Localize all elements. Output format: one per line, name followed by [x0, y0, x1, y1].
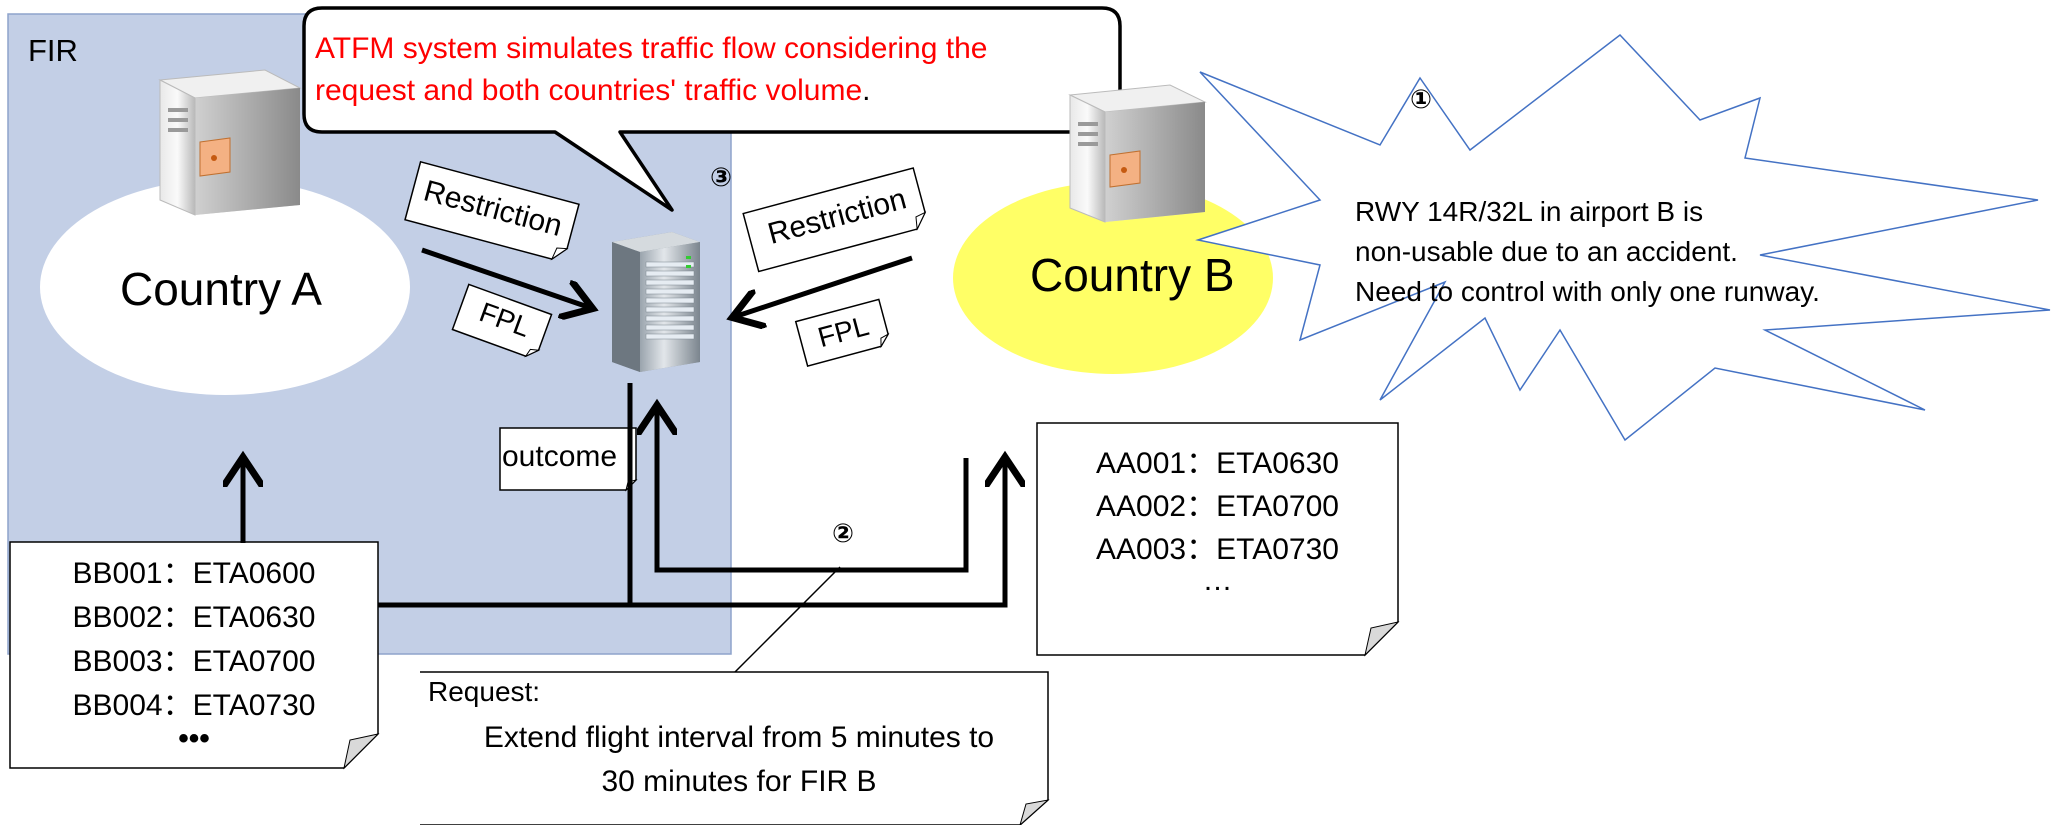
request-line-1: Extend flight interval from 5 minutes to [483, 721, 995, 754]
callout-line-2-text: request and both countries' traffic volu… [315, 74, 863, 107]
step-three-marker: ③ [710, 162, 733, 192]
burst-line-3: Need to control with only one runway. [1355, 276, 1820, 307]
callout-bubble [302, 6, 1122, 212]
flight-list-b-item: AA001：ETA0630 [1096, 447, 1339, 480]
request-body: Extend flight interval from 5 minutes to… [430, 716, 1048, 804]
step-one-marker: ① [1410, 84, 1433, 114]
arrow-restriction-a [421, 247, 588, 307]
server-country-a-icon [158, 69, 302, 216]
flight-list-a-item: BB001：ETA0600 [72, 557, 316, 590]
burst-shape [1195, 33, 2051, 442]
arrow-restriction-b [737, 255, 913, 316]
flight-list-b-item: … [1202, 564, 1233, 597]
country-a-ellipse [40, 179, 410, 395]
flight-list-b-item: AA003：ETA0730 [1096, 533, 1339, 566]
country-b-label: Country B [1030, 249, 1235, 301]
flight-list-a-item: BB004：ETA0730 [72, 689, 316, 722]
note-outcome-label: outcome [502, 440, 618, 473]
server-country-b-icon [1068, 84, 1207, 223]
request-line-2: 30 minutes for FIR B [601, 765, 877, 798]
flight-list-a-item: ••• [178, 722, 210, 755]
step-two-marker: ② [832, 518, 855, 548]
burst-text: RWY 14R/32L in airport B is non-usable d… [1355, 192, 1820, 312]
callout-text: ATFM system simulates traffic flow consi… [315, 28, 987, 112]
note-restriction-b [742, 167, 927, 273]
note-restriction-a [404, 160, 580, 261]
request-box [420, 566, 1050, 825]
callout-line-2-end: . [862, 74, 871, 107]
flight-list-a-box [9, 541, 380, 770]
flight-list-a-item: BB002：ETA0630 [72, 601, 316, 634]
flight-list-b: AA001：ETA0630 AA002：ETA0700 AA003：ETA073… [1037, 442, 1398, 597]
line-list-a-to-b [378, 462, 1005, 608]
note-fpl-b [794, 298, 890, 367]
flight-list-b-item: AA002：ETA0700 [1096, 490, 1339, 523]
atfm-server-icon [612, 232, 700, 372]
flight-list-a-item: BB003：ETA0700 [72, 645, 316, 678]
country-b-ellipse [953, 182, 1273, 374]
flight-list-b-box [1036, 422, 1400, 657]
callout-line-1: ATFM system simulates traffic flow consi… [315, 32, 988, 65]
callout-line-2: request and both countries' traffic volu… [315, 70, 987, 112]
line-request-to-atfm [657, 410, 969, 573]
request-title: Request: [428, 676, 541, 707]
fir-label: FIR [28, 33, 78, 68]
country-a-label: Country A [120, 263, 322, 315]
burst-line-1: RWY 14R/32L in airport B is [1355, 196, 1704, 227]
note-fpl-a [451, 283, 553, 358]
flight-list-a: BB001：ETA0600 BB002：ETA0630 BB003：ETA070… [10, 552, 378, 755]
burst-line-2: non-usable due to an accident. [1355, 236, 1738, 267]
